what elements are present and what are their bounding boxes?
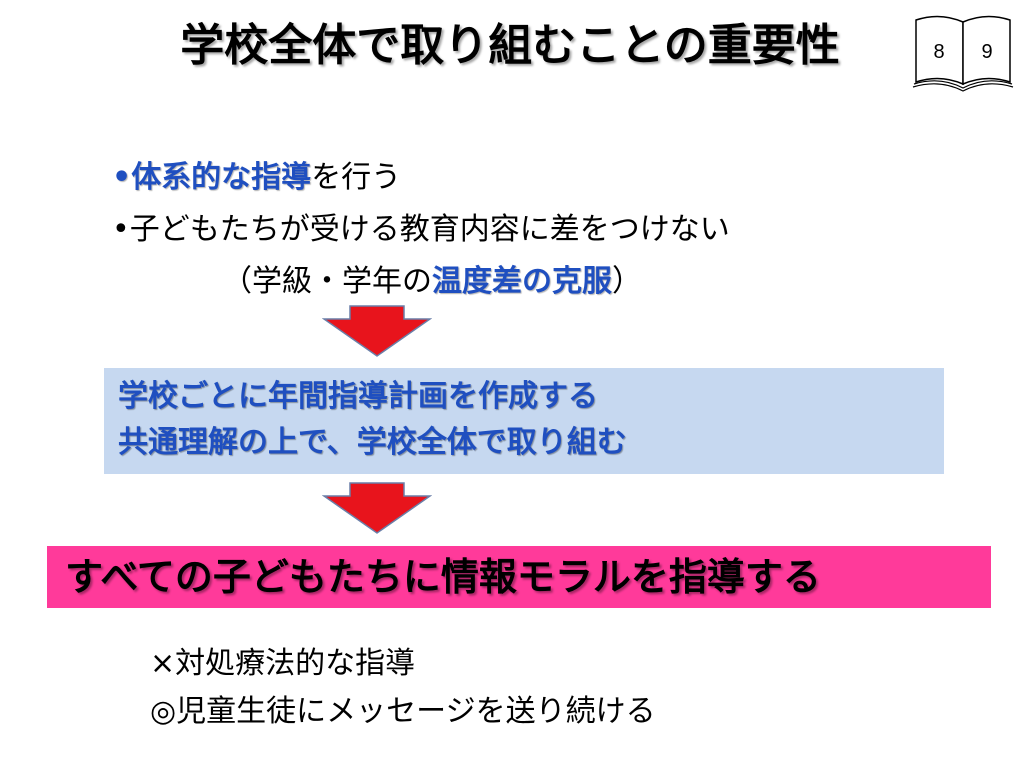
annual-plan-box: 学校ごとに年間指導計画を作成する 共通理解の上で、学校全体で取り組む bbox=[104, 368, 944, 474]
paren-close-text: ） bbox=[612, 264, 642, 299]
notes: ×対処療法的な指導 ◎児童生徒にメッセージを送り続ける bbox=[150, 640, 656, 736]
bullet-overcome-gap: （学級・学年の温度差の克服） bbox=[112, 256, 730, 308]
bullet-list: •体系的な指導を行う •子どもたちが受ける教育内容に差をつけない （学級・学年の… bbox=[112, 152, 730, 308]
goal-box: すべての子どもたちに情報モラルを指導する bbox=[47, 546, 991, 608]
bullet-text: を行う bbox=[311, 160, 402, 195]
down-arrow-icon bbox=[322, 482, 432, 534]
emphasis-systematic-guidance: 体系的な指導 bbox=[131, 160, 312, 195]
bullet-systematic-guidance: •体系的な指導を行う bbox=[112, 152, 730, 204]
goal-text: すべての子どもたちに情報モラルを指導する bbox=[65, 555, 821, 599]
bullet-no-difference: •子どもたちが受ける教育内容に差をつけない bbox=[112, 212, 730, 247]
emphasis-overcome-gap: 温度差の克服 bbox=[432, 264, 612, 299]
down-arrow-icon bbox=[322, 305, 432, 357]
plan-line-2: 共通理解の上で、学校全体で取り組む bbox=[118, 425, 627, 460]
book-page-left: 8 bbox=[933, 41, 944, 63]
slide-title: 学校全体で取り組むことの重要性 bbox=[180, 20, 840, 71]
plan-line-1: 学校ごとに年間指導計画を作成する bbox=[118, 379, 598, 414]
paren-open-text: （学級・学年の bbox=[222, 264, 432, 299]
open-book-icon: 8 9 bbox=[912, 15, 1014, 92]
note-not-reactive: ×対処療法的な指導 bbox=[150, 646, 416, 681]
note-keep-messaging: ◎児童生徒にメッセージを送り続ける bbox=[150, 694, 656, 729]
bullet-marker: • bbox=[112, 160, 132, 195]
book-page-right: 9 bbox=[981, 41, 992, 63]
